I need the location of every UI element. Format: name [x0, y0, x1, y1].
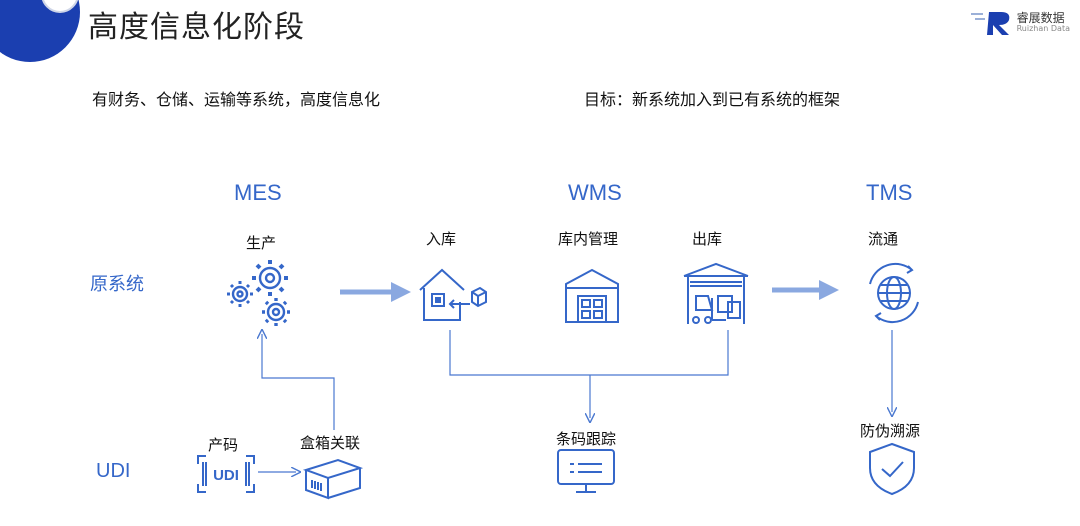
arrow-box-link-to-production [262, 334, 335, 430]
page-title: 高度信息化阶段 [88, 10, 305, 45]
subtitle-right: 目标：新系统加入到已有系统的框架 [584, 90, 841, 109]
node-label-barcode-tracking: 条码跟踪 [556, 430, 617, 448]
monitor-tracking-icon [557, 449, 615, 493]
udi-icon-text: UDI [213, 467, 239, 484]
row-label-udi: UDI [96, 460, 131, 482]
node-label-warehouse: 库内管理 [558, 230, 619, 248]
node-label-anti-counterfeit: 防伪溯源 [860, 422, 921, 440]
system-mes: MES [234, 180, 282, 205]
system-tms: TMS [866, 180, 913, 205]
warehouse-icon [565, 268, 619, 323]
subtitle-left: 有财务、仓储、运输等系统，高度信息化 [92, 90, 381, 109]
node-label-production: 生产 [246, 234, 277, 252]
brand-name: 睿展数据 [1016, 11, 1065, 25]
gears-icon [227, 260, 290, 326]
node-label-inbound: 入库 [426, 230, 457, 248]
row-label-original: 原系统 [90, 274, 144, 295]
inbound-house-icon [419, 268, 487, 321]
globe-circulation-icon [869, 263, 919, 323]
corner-decoration [0, 0, 80, 62]
logo-icon [970, 12, 1009, 35]
node-label-box-link: 盒箱关联 [300, 434, 361, 452]
udi-barcode-icon: UDI [197, 455, 255, 493]
system-wms: WMS [568, 180, 622, 205]
node-label-outbound: 出库 [692, 230, 723, 248]
forklift-warehouse-icon [683, 262, 749, 324]
barcode-box-icon [302, 458, 364, 500]
node-label-circulation: 流通 [868, 230, 899, 248]
line-inbound-outbound-join [449, 330, 729, 376]
shield-check-icon [869, 442, 915, 496]
brand-name-en: Ruizhan Data [1016, 24, 1070, 34]
brand-logo: 睿展数据 Ruizhan Data [969, 10, 1070, 36]
node-label-code: 产码 [208, 436, 239, 454]
